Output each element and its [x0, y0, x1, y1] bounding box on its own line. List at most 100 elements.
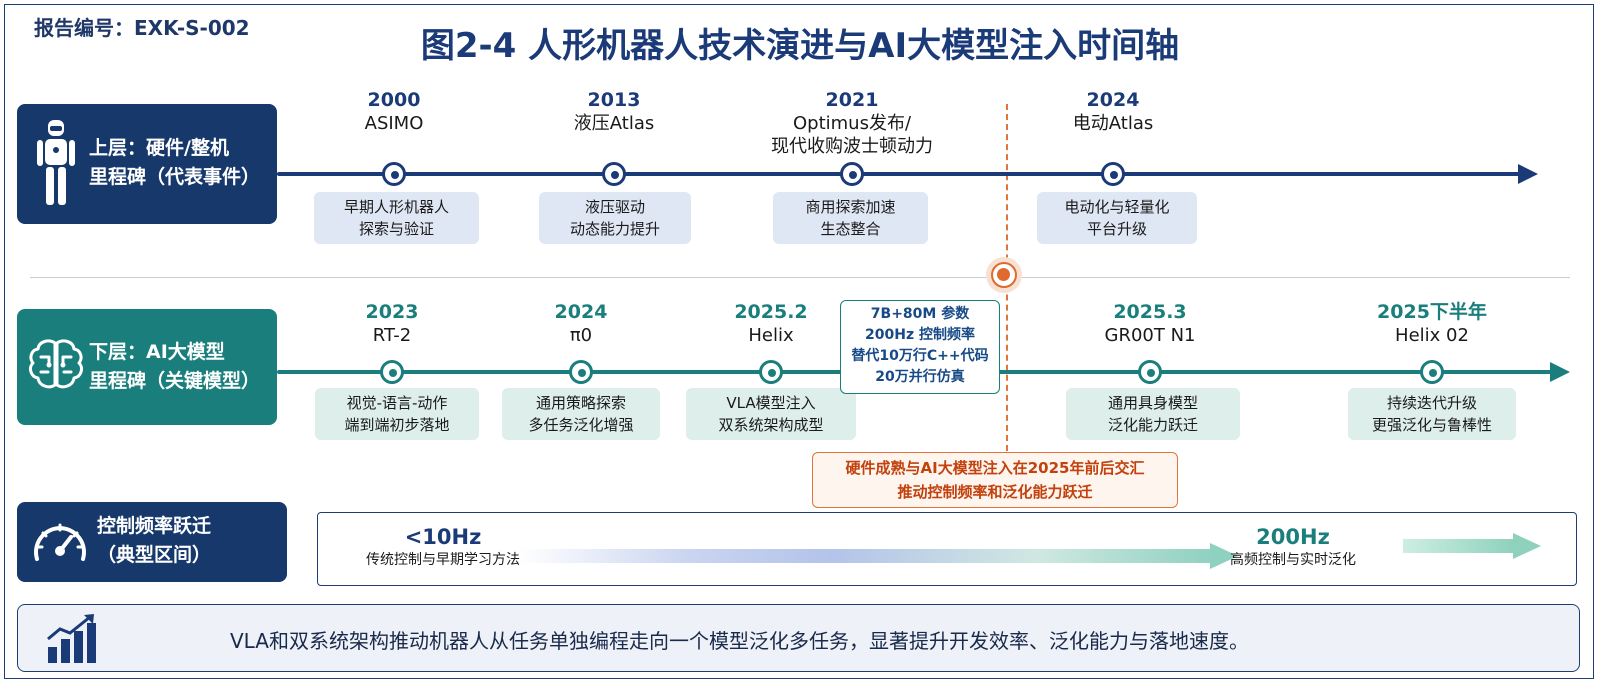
upper-timeline-axis [277, 172, 1527, 176]
low-hz-value: <10Hz [404, 525, 482, 549]
report-number: 报告编号：EXK-S-002 [34, 16, 250, 40]
upper-desc-box: 电动化与轻量化 平台升级 [1037, 192, 1197, 244]
speedometer-icon [34, 523, 86, 561]
desc-line: 多任务泛化增强 [528, 416, 634, 434]
page-title: 图2-4 人形机器人技术演进与AI大模型注入时间轴 [420, 26, 1180, 66]
desc-line: 更强泛化与鲁棒性 [1371, 416, 1492, 434]
frequency-panel: <10Hz 传统控制与早期学习方法 200Hz 高频控制与实时泛化 [317, 512, 1577, 586]
upper-desc-box: 早期人形机器人 探索与验证 [314, 192, 479, 244]
low-frequency-label: <10Hz 传统控制与早期学习方法 [338, 524, 548, 570]
milestone-year: 2000 [367, 89, 421, 111]
callout-line: 7B+80M 参数 [870, 306, 970, 322]
desc-line: 液压驱动 [584, 198, 645, 216]
desc-line: 平台升级 [1086, 220, 1147, 238]
upper-milestone: 2000 ASIMO [284, 88, 504, 135]
lower-layer-label: 下层：AI大模型 里程碑（关键模型） [17, 309, 277, 425]
growth-chart-icon [47, 614, 96, 663]
brain-icon [29, 339, 83, 389]
desc-line: 泛化能力跃迁 [1107, 416, 1198, 434]
lower-node-rt2 [380, 360, 404, 384]
desc-line: 生态整合 [820, 220, 881, 238]
lower-milestone: 2024 π0 [471, 300, 691, 347]
high-frequency-label: 200Hz 高频控制与实时泛化 [1198, 524, 1388, 570]
lower-label-line2: 里程碑（关键模型） [89, 370, 261, 392]
desc-line: 电动化与轻量化 [1064, 198, 1170, 216]
high-hz-desc: 高频控制与实时泛化 [1230, 552, 1356, 568]
upper-milestone: 2013 液压Atlas [504, 88, 724, 135]
milestone-name: GR00T N1 [1104, 325, 1196, 346]
desc-line: 通用具身模型 [1107, 394, 1198, 412]
frequency-gradient-arrow [518, 543, 1238, 569]
milestone-year: 2025下半年 [1377, 301, 1487, 323]
desc-line: 双系统架构成型 [718, 416, 824, 434]
high-hz-value: 200Hz [1256, 525, 1330, 549]
humanoid-robot-icon [37, 120, 75, 205]
milestone-name: ASIMO [364, 113, 424, 134]
lower-desc-box: 视觉-语言-动作 端到端初步落地 [315, 388, 479, 440]
lower-milestone: 2025.2 Helix [661, 300, 881, 347]
desc-line: 通用策略探索 [535, 394, 626, 412]
callout-line: 200Hz 控制频率 [865, 327, 975, 343]
lower-milestone: 2025.3 GR00T N1 [1040, 300, 1260, 347]
desc-line: 探索与验证 [358, 220, 434, 238]
upper-node-2000 [382, 162, 406, 186]
lower-desc-box: 通用策略探索 多任务泛化增强 [502, 388, 660, 440]
low-hz-desc: 传统控制与早期学习方法 [366, 552, 520, 568]
convergence-note: 硬件成熟与AI大模型注入在2025年前后交汇 推动控制频率和泛化能力跃迁 [812, 452, 1178, 508]
upper-label-line2: 里程碑（代表事件） [89, 166, 261, 188]
milestone-year: 2024 [554, 301, 608, 323]
helix-spec-callout: 7B+80M 参数 200Hz 控制频率 替代10万行C++代码 20万并行仿真 [840, 300, 1000, 394]
milestone-name: π0 [569, 325, 593, 346]
note-line: 硬件成熟与AI大模型注入在2025年前后交汇 [845, 459, 1145, 477]
upper-node-2024 [1101, 162, 1125, 186]
milestone-year: 2021 [825, 89, 879, 111]
desc-line: 持续迭代升级 [1386, 394, 1477, 412]
lower-label-line1: 下层：AI大模型 [89, 341, 225, 363]
desc-line: 商用探索加速 [805, 198, 896, 216]
upper-layer-label: 上层：硬件/整机 里程碑（代表事件） [17, 104, 277, 224]
milestone-name: Helix 02 [1395, 325, 1469, 346]
lower-desc-box: 持续迭代升级 更强泛化与鲁棒性 [1348, 388, 1516, 440]
lower-node-helix [759, 360, 783, 384]
upper-desc-box: 商用探索加速 生态整合 [773, 192, 928, 244]
upper-axis-arrowhead [1518, 164, 1538, 184]
convergence-marker [991, 262, 1017, 288]
frequency-high-arrow [1403, 533, 1543, 559]
milestone-name: 电动Atlas [1072, 113, 1154, 134]
summary-banner: VLA和双系统架构推动机器人从任务单独编程走向一个模型泛化多任务，显著提升开发效… [17, 604, 1580, 672]
milestone-year: 2024 [1086, 89, 1140, 111]
desc-line: 动态能力提升 [569, 220, 660, 238]
lower-desc-box: 通用具身模型 泛化能力跃迁 [1066, 388, 1240, 440]
callout-line: 20万并行仿真 [875, 369, 965, 385]
lower-milestone: 2025下半年 Helix 02 [1322, 300, 1542, 347]
milestone-year: 2025.3 [1113, 301, 1187, 323]
callout-line: 替代10万行C++代码 [851, 348, 989, 364]
milestone-year: 2023 [365, 301, 419, 323]
lower-node-helix02 [1420, 360, 1444, 384]
upper-node-2021 [840, 162, 864, 186]
milestone-name: RT-2 [372, 325, 412, 346]
milestone-name: Optimus发布/ [792, 113, 912, 134]
upper-desc-box: 液压驱动 动态能力提升 [539, 192, 691, 244]
upper-label-line1: 上层：硬件/整机 [89, 137, 229, 159]
lower-axis-arrowhead [1550, 362, 1570, 382]
upper-node-2013 [602, 162, 626, 186]
desc-line: 早期人形机器人 [343, 198, 449, 216]
upper-milestone: 2021 Optimus发布/ 现代收购波士顿动力 [742, 88, 962, 158]
desc-line: 端到端初步落地 [344, 416, 450, 434]
desc-line: 视觉-语言-动作 [346, 394, 448, 412]
layer-divider [30, 277, 1570, 278]
desc-line: VLA模型注入 [726, 394, 816, 412]
milestone-name-line2: 现代收购波士顿动力 [771, 136, 933, 157]
note-line: 推动控制频率和泛化能力跃迁 [897, 483, 1093, 501]
milestone-year: 2013 [587, 89, 641, 111]
lower-node-groot [1138, 360, 1162, 384]
lower-node-pi0 [569, 360, 593, 384]
milestone-name: 液压Atlas [573, 113, 655, 134]
milestone-name: Helix [748, 325, 794, 346]
summary-text: VLA和双系统架构推动机器人从任务单独编程走向一个模型泛化多任务，显著提升开发效… [230, 629, 1249, 653]
milestone-year: 2025.2 [734, 301, 808, 323]
frequency-label-line2: （典型区间） [97, 544, 212, 566]
lower-desc-box: VLA模型注入 双系统架构成型 [686, 388, 856, 440]
upper-milestone: 2024 电动Atlas [1003, 88, 1223, 135]
